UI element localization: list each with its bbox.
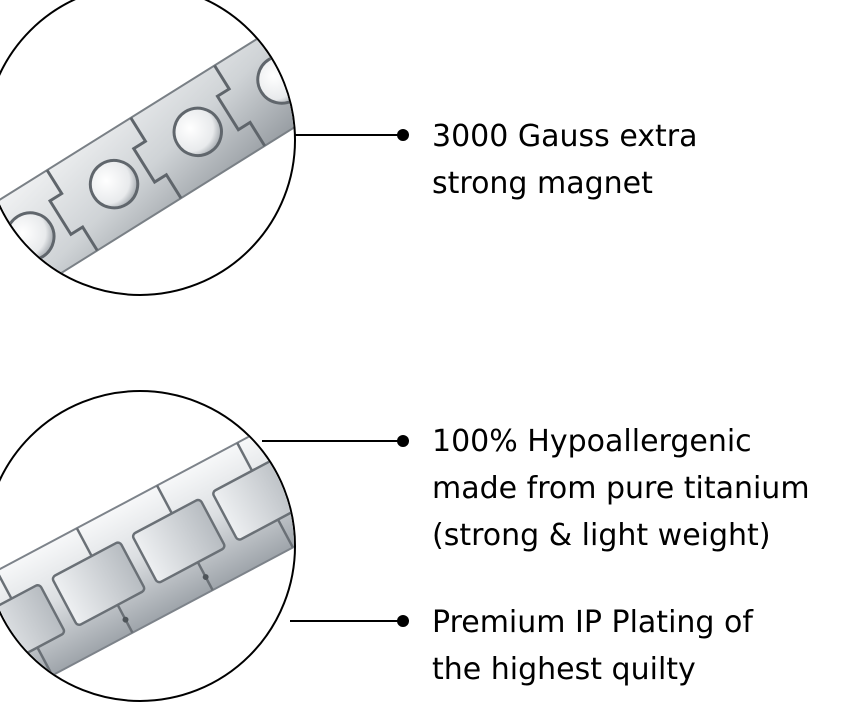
- magnet-leader-line: [294, 134, 400, 136]
- magnet-callout: 3000 Gauss extra strong magnet: [432, 113, 698, 207]
- plating-callout: Premium IP Plating of the highest quilty: [432, 599, 753, 693]
- hypoallergenic-leader-line: [262, 440, 400, 442]
- hypoallergenic-callout-line-1: 100% Hypoallergenic: [432, 424, 752, 459]
- plating-leader-line: [290, 620, 400, 622]
- hypoallergenic-callout: 100% Hypoallergenic made from pure titan…: [432, 418, 810, 559]
- magnetic-bracelet-closeup-icon: [0, 1, 294, 294]
- magnet-callout-line-2: strong magnet: [432, 166, 653, 201]
- plating-bullet-dot: [397, 615, 409, 627]
- hypoallergenic-callout-line-3: (strong & light weight): [432, 518, 771, 553]
- hypoallergenic-bullet-dot: [397, 435, 409, 447]
- plating-callout-line-1: Premium IP Plating of: [432, 605, 753, 640]
- hypoallergenic-callout-line-2: made from pure titanium: [432, 471, 810, 506]
- magnet-callout-line-1: 3000 Gauss extra: [432, 119, 698, 154]
- links-closeup-image: [0, 390, 296, 702]
- magnet-bullet-dot: [397, 129, 409, 141]
- plating-callout-line-2: the highest quilty: [432, 652, 696, 687]
- magnet-closeup-image: [0, 0, 296, 296]
- titanium-bracelet-links-closeup-icon: [0, 392, 294, 700]
